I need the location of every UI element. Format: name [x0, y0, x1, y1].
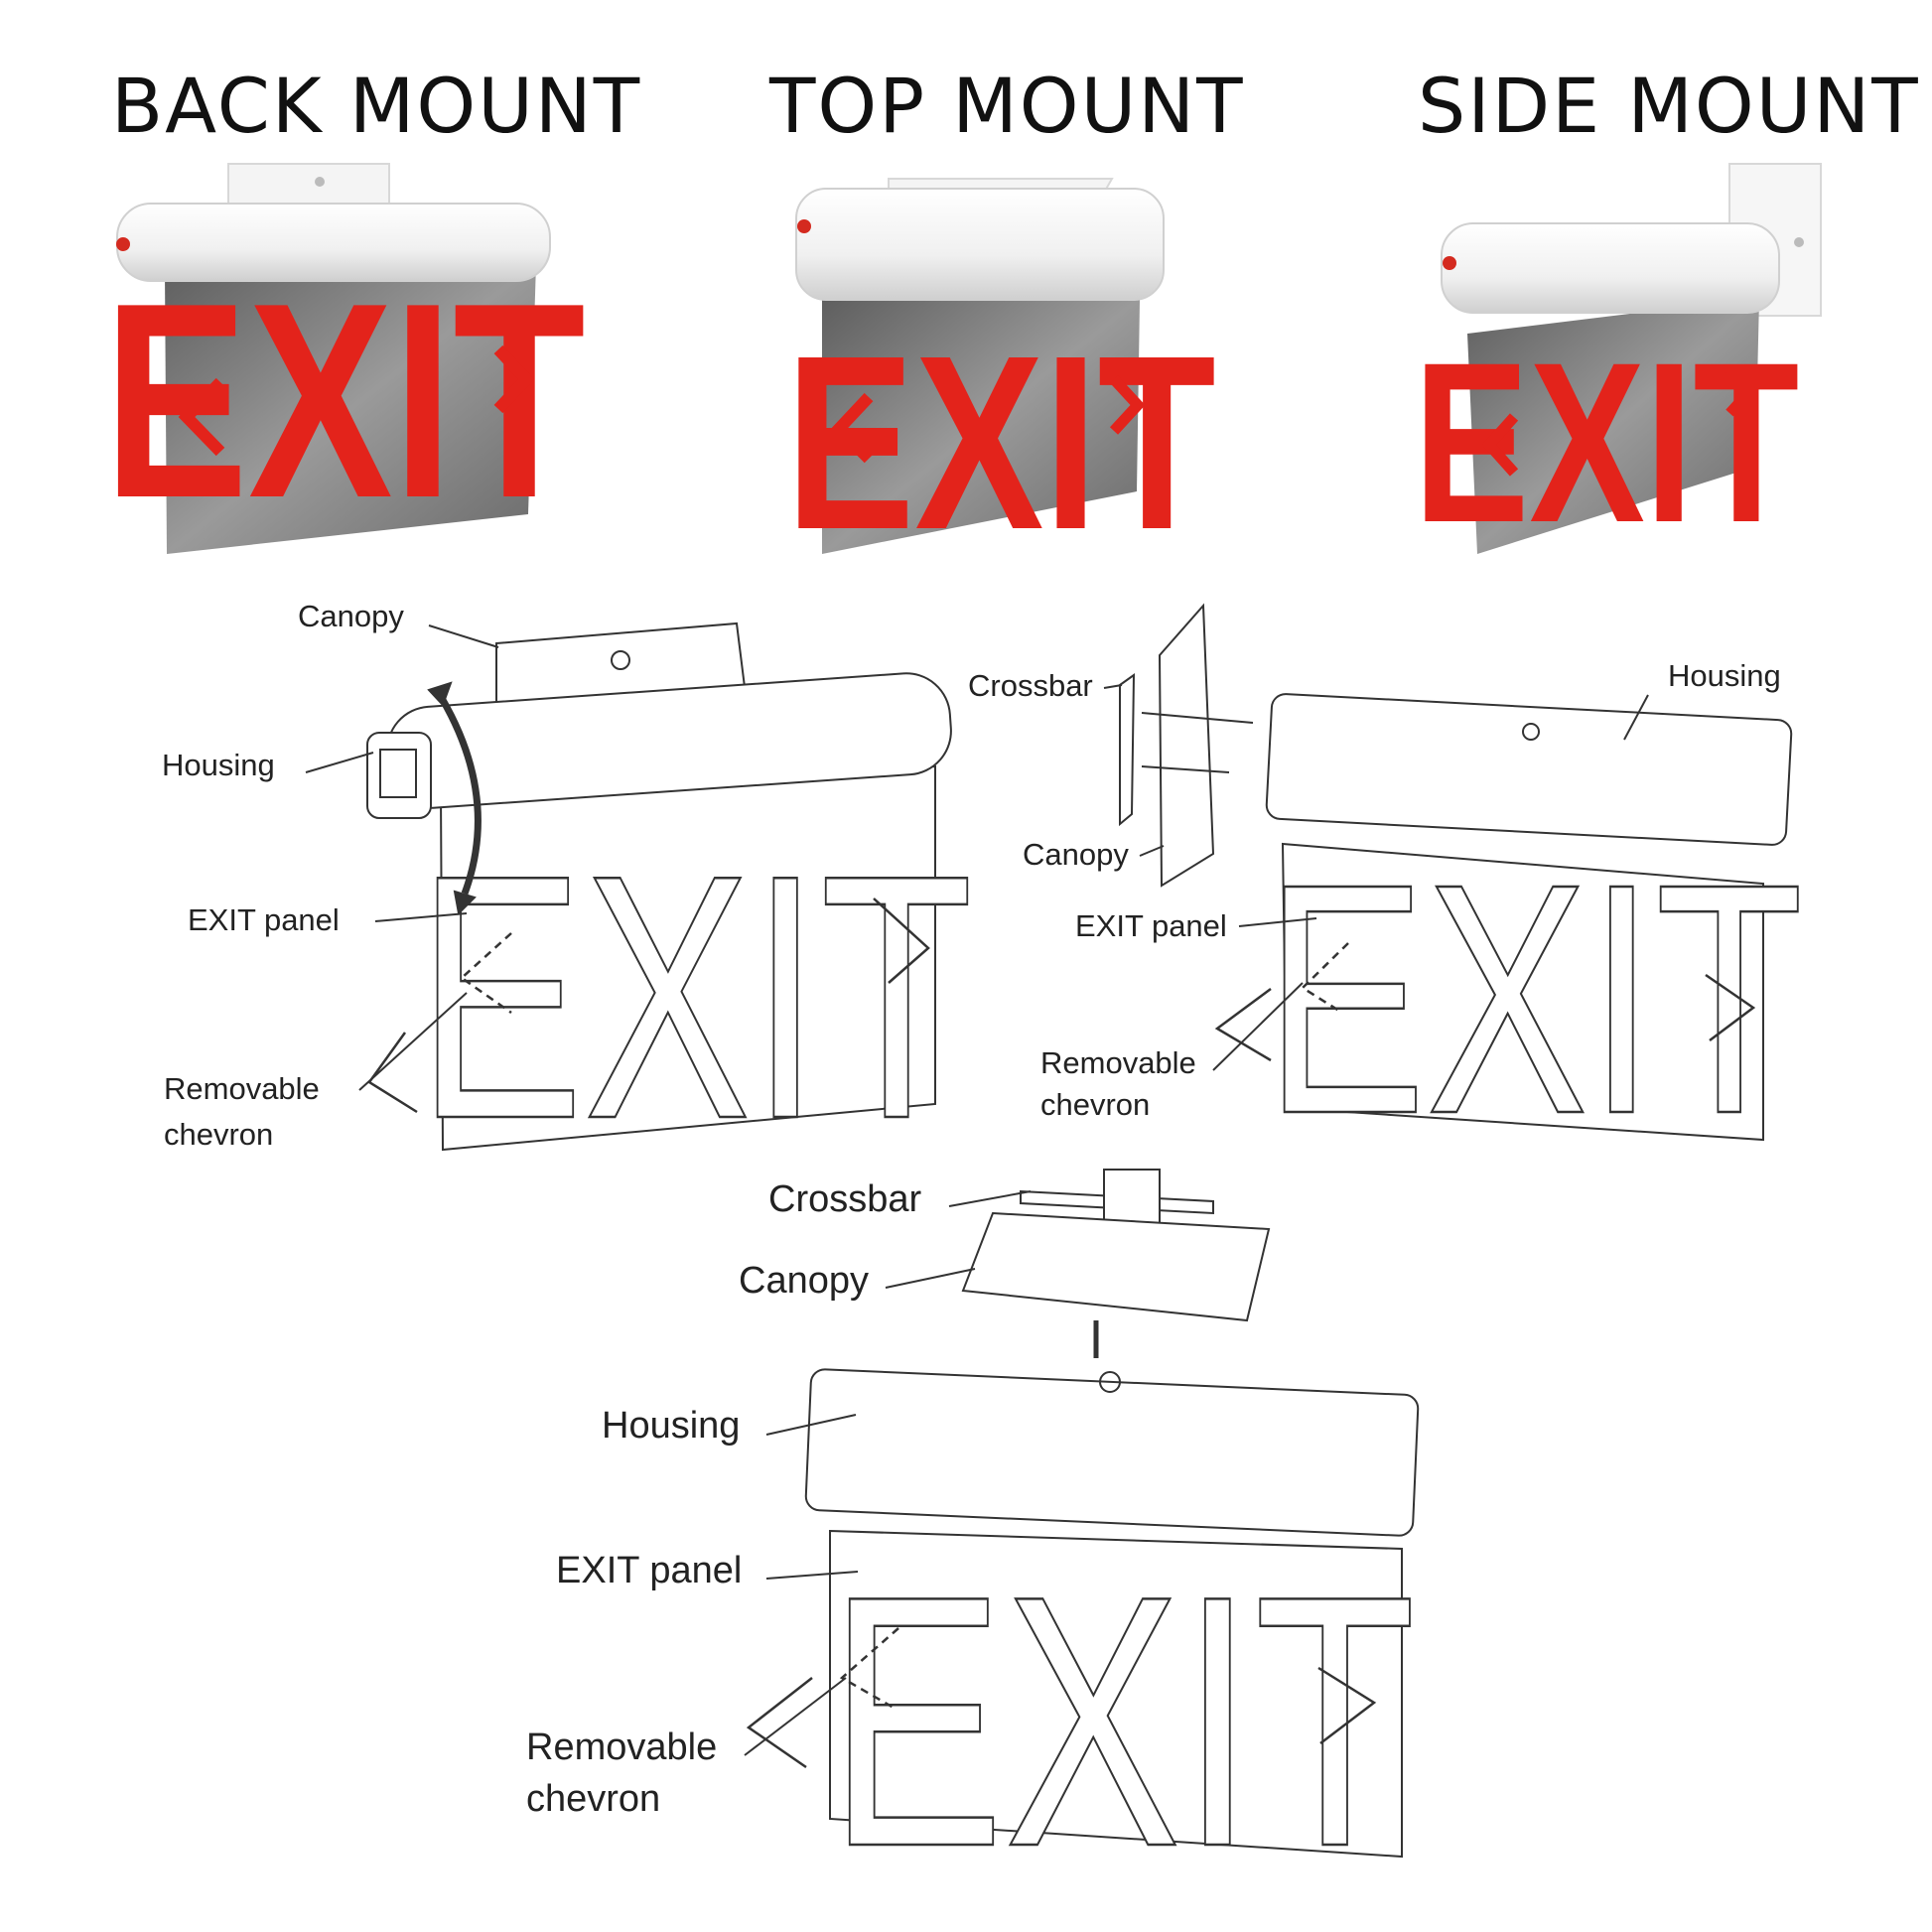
chevron-right-icon — [1109, 375, 1146, 435]
label-side-chevron-1: Removable — [1040, 1045, 1196, 1080]
exit-letters: EXIT — [1414, 316, 1800, 571]
photo-exit-panel — [165, 263, 536, 554]
chevron-right-icon — [1705, 973, 1756, 1041]
exit-outline-letters: EXIT — [1265, 815, 1804, 1181]
photo-side-mount: EXIT — [1414, 163, 1822, 571]
photo-top-mount: EXIT — [785, 178, 1216, 582]
exit-panel-part — [829, 1529, 1403, 1859]
heading-back-mount: BACK MOUNT — [111, 62, 642, 150]
leader-canopy — [885, 1268, 976, 1289]
exit-outline-letters: EXIT — [828, 1522, 1416, 1921]
diagram-side-mount: EXIT — [1103, 603, 1804, 1183]
leader-chevron — [744, 1677, 847, 1756]
arrow-head — [453, 890, 477, 916]
photo-back-mount: EXIT — [103, 163, 586, 556]
heading-side-mount: SIDE MOUNT — [1418, 62, 1920, 150]
label-side-panel: EXIT panel — [1075, 908, 1227, 943]
leader-crossbar — [948, 1190, 1032, 1207]
removable-chevron-icon — [1214, 987, 1272, 1062]
removable-chevron-icon — [746, 1677, 813, 1769]
label-back-housing: Housing — [162, 748, 275, 782]
label-side-chevron-2: chevron — [1040, 1087, 1151, 1122]
label-back-chevron-1: Removable — [164, 1071, 320, 1106]
crossbar-part — [1119, 673, 1136, 827]
label-top-panel: EXIT panel — [556, 1550, 743, 1591]
label-back-panel: EXIT panel — [188, 902, 340, 937]
photo-exit-panel — [1467, 298, 1759, 554]
leader-panel — [374, 912, 468, 922]
chevron-right-icon — [1317, 1666, 1377, 1744]
chevron-dashed-icon — [839, 1627, 899, 1710]
arrow-head — [427, 681, 453, 707]
exit-panel-part — [1281, 842, 1764, 1142]
leader-housing — [305, 752, 374, 773]
chevron-left-icon — [830, 392, 874, 464]
leader-canopy — [428, 624, 499, 648]
canopy-screw — [611, 650, 630, 670]
chevron-right-icon — [1725, 365, 1756, 417]
housing-part — [804, 1368, 1420, 1537]
chevron-dashed-icon — [1300, 942, 1349, 1015]
diagram-top-mount: EXIT — [744, 1169, 1420, 1922]
chevron-left-icon — [1481, 413, 1519, 477]
housing-test-button — [1522, 723, 1540, 741]
exit-outline-letters: EXIT — [417, 802, 973, 1190]
test-button — [116, 237, 130, 251]
back-mount-plate — [227, 163, 390, 205]
photo-housing — [1441, 222, 1780, 314]
label-top-housing: Housing — [602, 1405, 741, 1447]
chevron-right-icon — [873, 897, 930, 984]
chevron-right-icon — [493, 345, 535, 414]
test-button — [797, 219, 811, 233]
label-side-canopy: Canopy — [1023, 837, 1129, 872]
label-side-crossbar: Crossbar — [968, 668, 1093, 703]
photo-housing — [795, 188, 1165, 301]
endcap-window — [379, 749, 417, 798]
housing-part — [1265, 693, 1793, 846]
plate-screw — [315, 177, 325, 187]
label-top-canopy: Canopy — [739, 1260, 869, 1302]
housing-test-button — [1099, 1371, 1121, 1393]
diagram-back-mount: EXIT — [305, 621, 974, 1192]
mounting-screw — [1141, 712, 1254, 724]
leader-housing — [1623, 694, 1649, 741]
label-top-chevron-2: chevron — [526, 1778, 661, 1820]
mounting-screw — [1141, 765, 1230, 773]
leader-panel — [1238, 917, 1317, 927]
label-top-chevron-1: Removable — [526, 1726, 718, 1768]
label-back-chevron-2: chevron — [164, 1117, 274, 1152]
label-side-housing: Housing — [1668, 658, 1781, 693]
leader-chevron — [358, 992, 468, 1091]
leader-panel — [765, 1571, 859, 1580]
leader-chevron — [1212, 982, 1304, 1071]
rotate-arrow-icon — [434, 688, 482, 896]
leader-crossbar — [1103, 684, 1123, 689]
label-back-canopy: Canopy — [298, 599, 404, 633]
test-button — [1443, 256, 1456, 270]
label-top-crossbar: Crossbar — [768, 1178, 922, 1220]
leader-canopy — [1139, 845, 1165, 857]
photo-exit-panel — [822, 298, 1140, 554]
canopy-part — [961, 1211, 1271, 1322]
chevron-left-icon — [178, 377, 225, 457]
canopy-part — [1158, 603, 1215, 888]
plate-screw — [1794, 237, 1804, 247]
heading-top-mount: TOP MOUNT — [769, 62, 1245, 150]
leader-housing — [765, 1414, 857, 1436]
